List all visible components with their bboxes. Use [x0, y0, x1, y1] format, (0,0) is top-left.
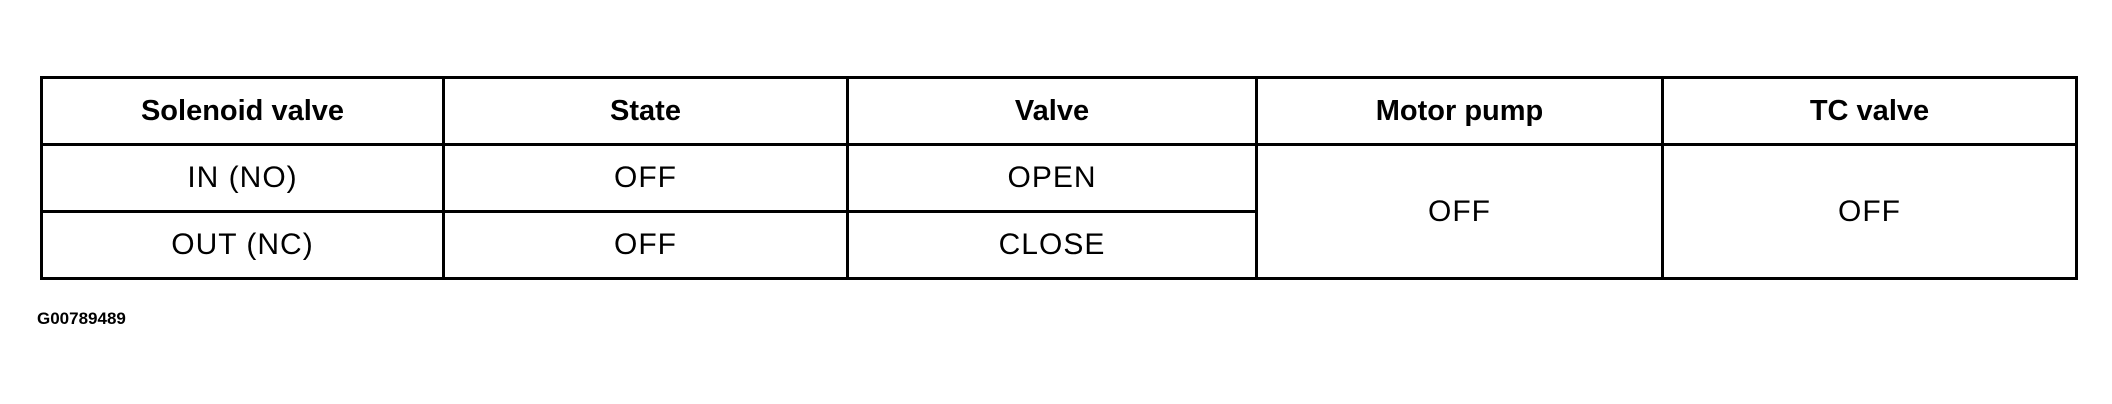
header-solenoid-valve: Solenoid valve [40, 76, 445, 146]
table-header: Solenoid valve State Valve Motor pump TC… [40, 76, 2078, 146]
cell-state: OFF [442, 143, 849, 213]
cell-tc-valve: OFF [1661, 143, 2078, 280]
table-row: IN (NO) OFF OPEN OFF OFF [40, 143, 2078, 280]
cell-valve: CLOSE [846, 210, 1258, 280]
solenoid-valve-state-table: Solenoid valve State Valve Motor pump TC… [40, 76, 2078, 280]
cell-solenoid-valve: OUT (NC) [40, 210, 445, 280]
header-state: State [442, 76, 849, 146]
figure-id-caption: G00789489 [37, 309, 126, 328]
table-row: OUT (NC) OFF CLOSE [40, 210, 2077, 280]
header-valve: Valve [846, 76, 1258, 146]
cell-motor-pump: OFF [1255, 143, 1664, 280]
header-tc-valve: TC valve [1661, 76, 2078, 146]
cell-solenoid-valve: IN (NO) [40, 143, 445, 213]
header-row: Solenoid valve State Valve Motor pump TC… [40, 76, 2078, 146]
cell-state: OFF [442, 210, 849, 280]
table-body: IN (NO) OFF OPEN OFF OFF OUT (NC) OFF CL… [40, 143, 2078, 280]
cell-valve: OPEN [846, 143, 1258, 213]
header-motor-pump: Motor pump [1255, 76, 1664, 146]
